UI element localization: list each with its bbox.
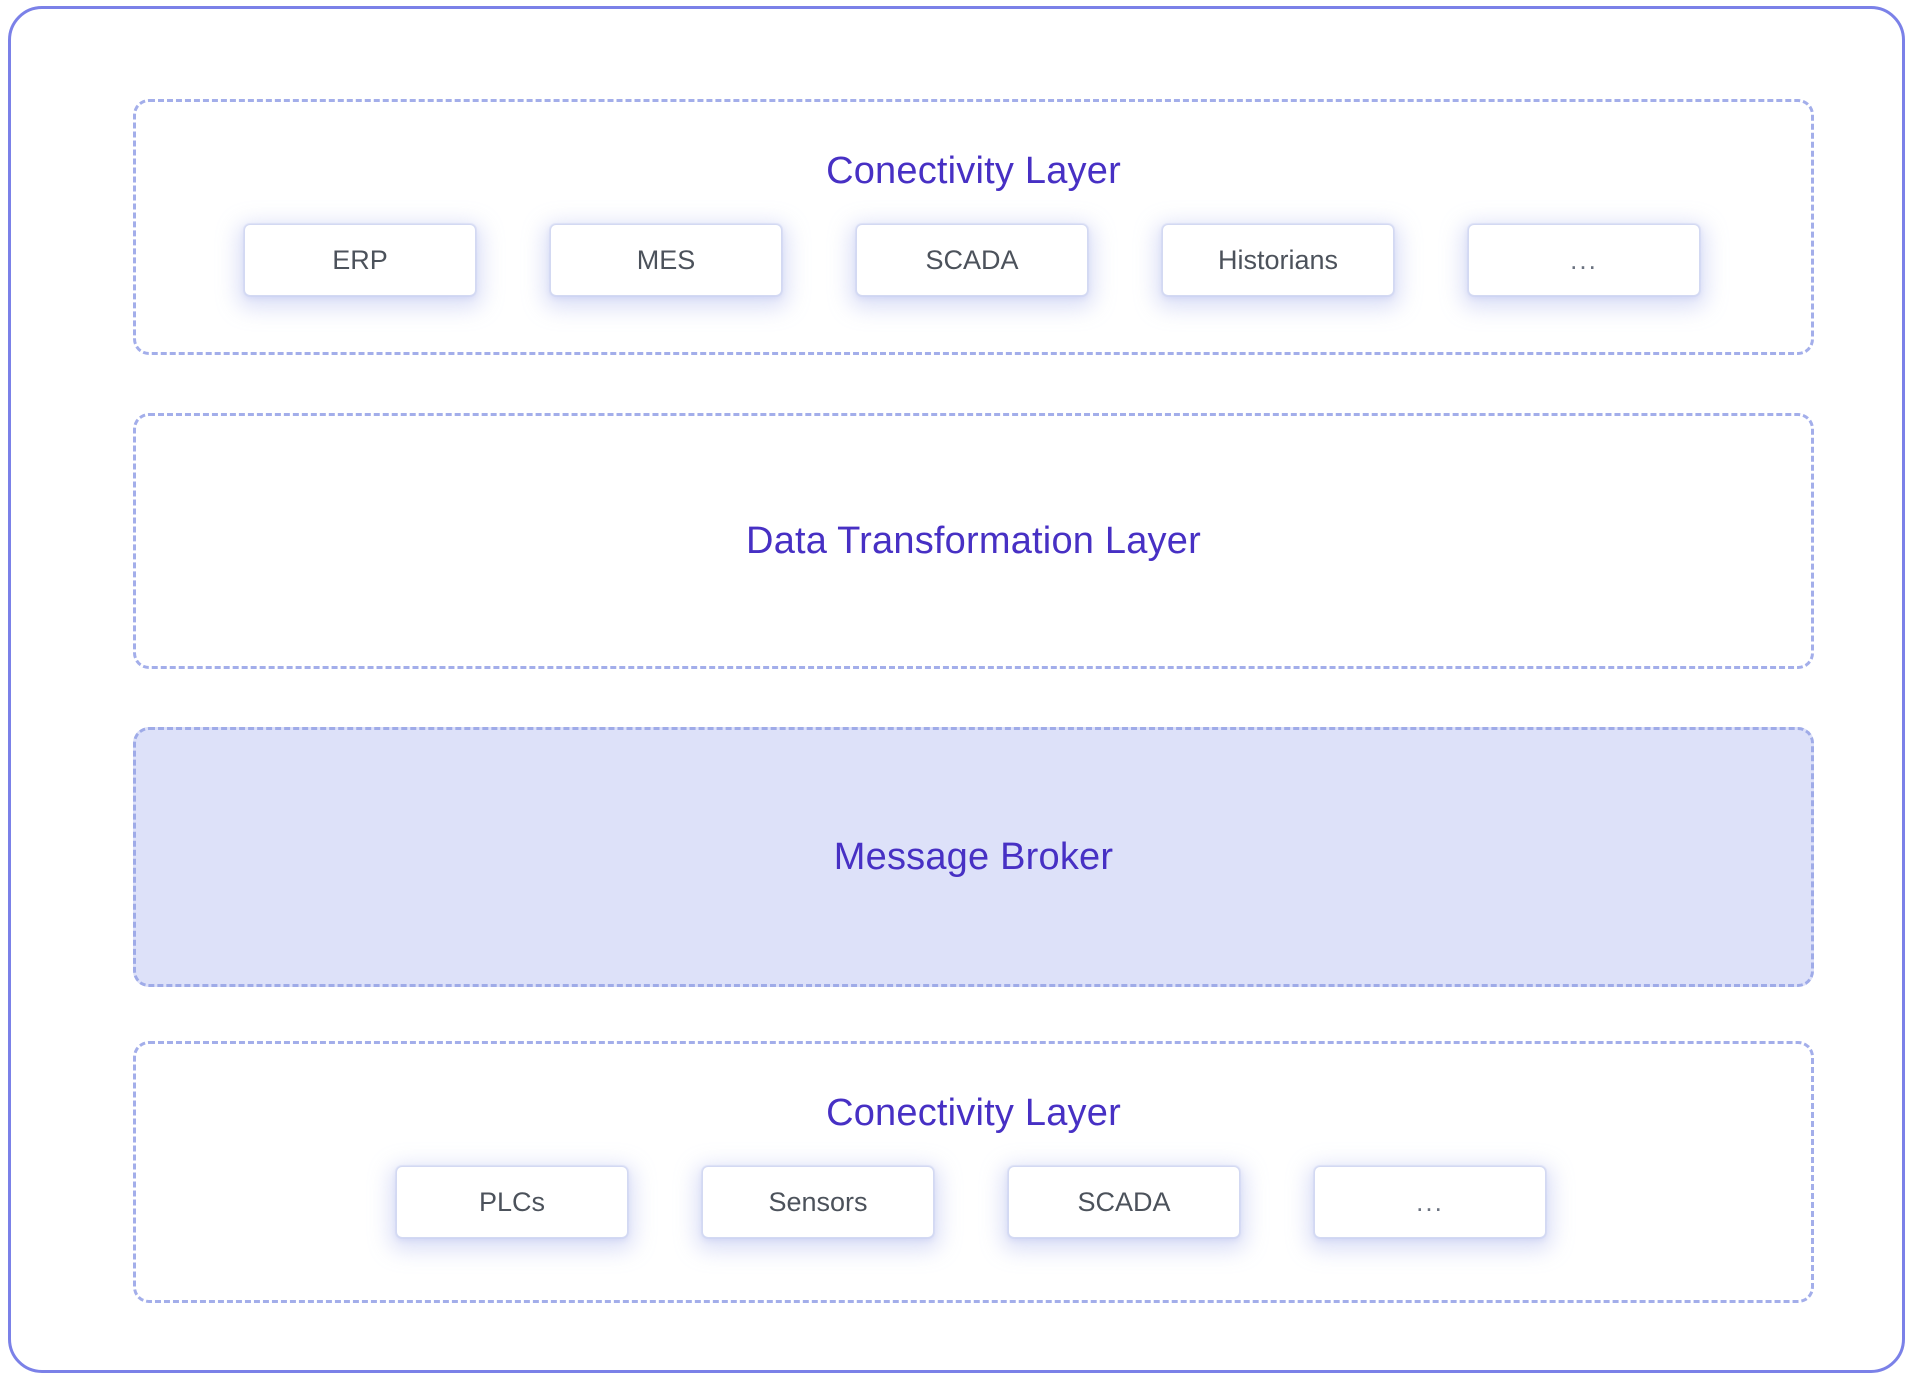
node-label: ...: [1416, 1186, 1444, 1217]
layer-panel-connectivity-bottom: Conectivity Layer PLCs Sensors SCADA ...: [133, 1041, 1814, 1303]
node-plcs[interactable]: PLCs: [396, 1166, 628, 1238]
node-scada-top[interactable]: SCADA: [856, 224, 1088, 296]
node-historians[interactable]: Historians: [1162, 224, 1394, 296]
panel-title-message-broker: Message Broker: [833, 836, 1114, 878]
panel-title-connectivity-bottom: Conectivity Layer: [826, 1092, 1121, 1134]
node-label: ERP: [332, 244, 388, 275]
node-label: Historians: [1217, 244, 1339, 275]
node-more-top[interactable]: ...: [1468, 224, 1700, 296]
layer-panel-data-transformation: Data Transformation Layer: [133, 413, 1814, 669]
architecture-diagram-frame: Conectivity Layer ERP MES SCADA Historia…: [8, 6, 1905, 1373]
node-label: Sensors: [768, 1186, 868, 1217]
node-label: MES: [636, 244, 696, 275]
node-scada-bottom[interactable]: SCADA: [1008, 1166, 1240, 1238]
panel-title-data-transformation: Data Transformation Layer: [746, 520, 1201, 562]
node-sensors[interactable]: Sensors: [702, 1166, 934, 1238]
layer-panel-message-broker: Message Broker: [133, 727, 1814, 987]
node-row-connectivity-bottom: PLCs Sensors SCADA ...: [396, 1166, 1546, 1238]
node-label: ...: [1570, 244, 1598, 275]
node-row-connectivity-top: ERP MES SCADA Historians ...: [244, 224, 1700, 296]
node-label: PLCs: [478, 1186, 546, 1217]
node-mes[interactable]: MES: [550, 224, 782, 296]
node-label: SCADA: [925, 244, 1019, 275]
layer-panel-connectivity-top: Conectivity Layer ERP MES SCADA Historia…: [133, 99, 1814, 355]
panel-title-connectivity-top: Conectivity Layer: [826, 150, 1121, 192]
node-label: SCADA: [1077, 1186, 1171, 1217]
node-erp[interactable]: ERP: [244, 224, 476, 296]
node-more-bottom[interactable]: ...: [1314, 1166, 1546, 1238]
